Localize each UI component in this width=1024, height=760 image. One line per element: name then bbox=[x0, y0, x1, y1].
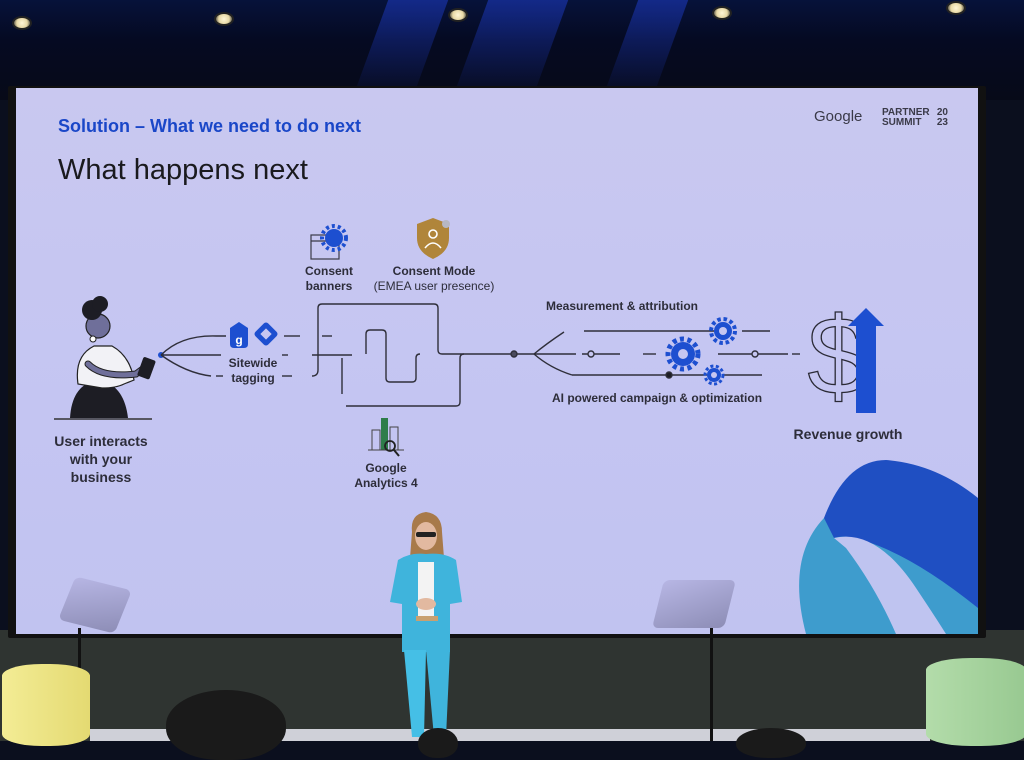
sitewide-tagging-label: Sitewide tagging bbox=[218, 356, 288, 386]
slide-kicker: Solution – What we need to do next bbox=[58, 116, 362, 136]
light-beam bbox=[351, 0, 449, 100]
yellow-pedestal bbox=[2, 664, 90, 746]
partner-summit-logo: PARTNER SUMMIT 20 23 bbox=[882, 107, 948, 128]
google-tag-icon: g bbox=[230, 322, 248, 348]
audience-head bbox=[418, 728, 458, 758]
year-bottom: 23 bbox=[936, 117, 948, 128]
spotlight bbox=[946, 1, 966, 15]
spotlight bbox=[712, 6, 732, 20]
spotlight bbox=[12, 16, 32, 30]
svg-text:g: g bbox=[235, 333, 242, 347]
consent-mode-label: Consent Mode (EMEA user presence) bbox=[366, 264, 502, 294]
event-year: 20 23 bbox=[928, 108, 948, 128]
audience-head bbox=[166, 690, 286, 760]
measurement-attribution-label: Measurement & attribution bbox=[546, 299, 699, 313]
user-line1: User interacts bbox=[54, 433, 148, 449]
shield-user-icon bbox=[417, 218, 450, 259]
green-pedestal bbox=[926, 658, 1024, 746]
slide-title: What happens next bbox=[58, 154, 308, 186]
ai-campaign-label: AI powered campaign & optimization bbox=[552, 391, 763, 405]
spotlight bbox=[214, 12, 234, 26]
google-logo: Google bbox=[814, 108, 863, 125]
revenue-growth-label: Revenue growth bbox=[793, 426, 903, 442]
year-top: 20 bbox=[936, 107, 948, 118]
user-interacts-label: User interacts with your business bbox=[36, 432, 166, 486]
spotlight bbox=[448, 8, 468, 22]
consent-mode-line2: (EMEA user presence) bbox=[373, 279, 495, 293]
consent-banners-line1: Consent bbox=[305, 264, 353, 278]
event-line2: SUMMIT bbox=[882, 117, 922, 128]
consent-banners-line2: banners bbox=[305, 279, 353, 293]
event-line1: PARTNER bbox=[882, 107, 930, 118]
analytics-bars-icon bbox=[368, 418, 404, 457]
gear-icons bbox=[665, 317, 737, 386]
user-line2: with your bbox=[69, 451, 133, 467]
analytics-line1: Google bbox=[365, 461, 407, 475]
user-line3: business bbox=[70, 469, 132, 485]
tag-manager-icon bbox=[254, 322, 278, 346]
tagging-line1: Sitewide bbox=[228, 356, 278, 370]
user-illustration-icon bbox=[54, 296, 164, 420]
light-beam bbox=[451, 0, 569, 100]
teleprompter-stand-right bbox=[710, 628, 713, 741]
ceiling bbox=[0, 0, 1024, 100]
decorative-ribbon bbox=[799, 460, 978, 634]
audience-head bbox=[736, 728, 806, 758]
stage-floor bbox=[90, 729, 930, 741]
analytics-line2: Analytics 4 bbox=[354, 476, 418, 490]
teleprompter-right bbox=[652, 580, 736, 628]
tagging-line2: tagging bbox=[231, 371, 275, 385]
speaker-person bbox=[390, 512, 462, 737]
stage-backwall bbox=[0, 630, 1024, 741]
browser-gear-icon bbox=[310, 224, 348, 260]
presentation-slide: Solution – What we need to do next What … bbox=[16, 88, 978, 634]
google-analytics-label: Google Analytics 4 bbox=[346, 461, 426, 491]
consent-banners-label: Consent banners bbox=[294, 264, 364, 294]
light-beam bbox=[601, 0, 689, 100]
consent-mode-line1: Consent Mode bbox=[392, 264, 476, 278]
dollar-arrow-up-icon: $ bbox=[807, 294, 884, 419]
flow-diagram: g bbox=[54, 218, 978, 634]
